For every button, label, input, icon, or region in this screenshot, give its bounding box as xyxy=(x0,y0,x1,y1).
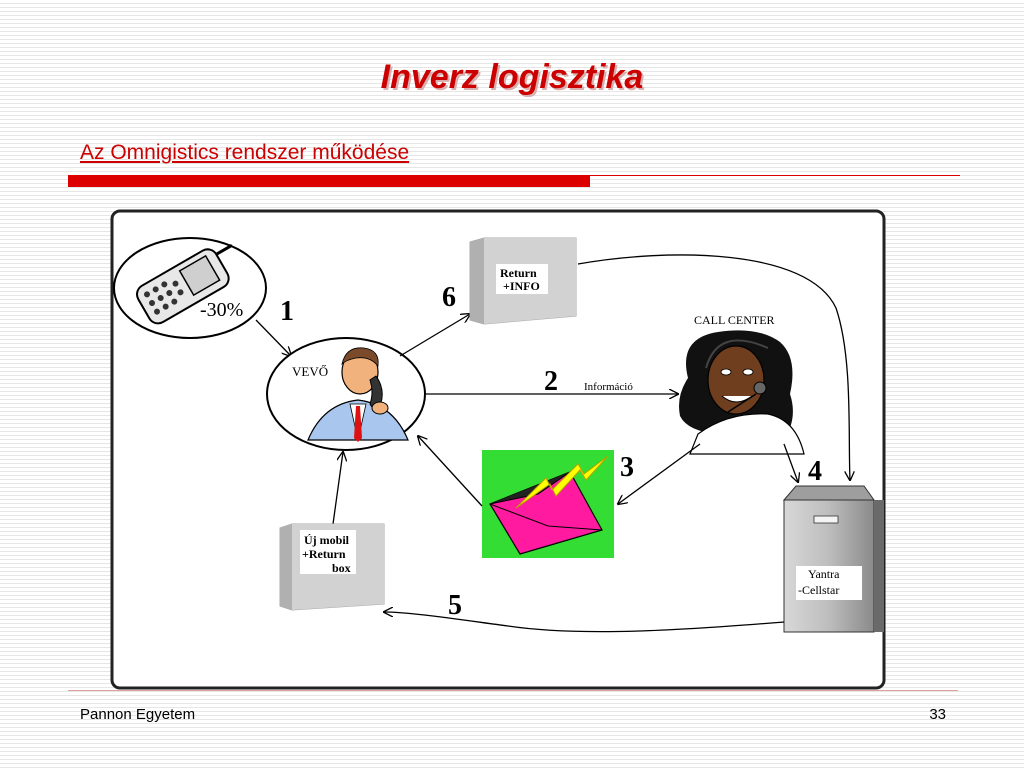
footer-divider xyxy=(68,690,958,691)
arrow-step-4 xyxy=(783,443,798,482)
server-label-line2: -Cellstar xyxy=(798,583,839,597)
yantra-server: Yantra -Cellstar xyxy=(782,485,884,633)
step-3-label: 3 xyxy=(620,452,634,483)
call-center-label: CALL CENTER xyxy=(694,313,775,327)
title-underline-line xyxy=(590,175,960,176)
customer-group: VEVŐ xyxy=(266,337,426,451)
new-box-label-line3: box xyxy=(332,561,351,575)
step-1-label: 1 xyxy=(280,296,294,327)
arrow-step-1 xyxy=(255,319,291,356)
mobile-phone-icon xyxy=(136,244,233,325)
footer-organization: Pannon Egyetem xyxy=(80,706,196,723)
title-underline-bar xyxy=(68,175,590,187)
envelope-group xyxy=(482,450,614,558)
arrow-return-box-to-server xyxy=(577,254,850,480)
phone-discount-label: -30% xyxy=(200,299,243,321)
return-info-box: Return +INFO xyxy=(469,237,577,325)
slide-title: Inverz logisztika xyxy=(380,58,644,96)
new-box-label-line1: Új mobil xyxy=(304,533,350,547)
arrow-step-3 xyxy=(618,443,701,504)
arrow-step-5 xyxy=(384,612,785,633)
call-center-group: CALL CENTER xyxy=(679,313,805,455)
step-5-label: 5 xyxy=(448,590,462,621)
mobile-phone-group: -30% xyxy=(113,237,267,339)
step-2-label: 2 xyxy=(544,366,558,397)
customer-person-icon xyxy=(307,347,409,442)
step-6-label: 6 xyxy=(442,282,456,313)
information-label: Információ xyxy=(584,381,633,393)
new-box-label-line2: +Return xyxy=(302,547,346,561)
footer-page-number: 33 xyxy=(929,706,946,723)
arrow-new-box-to-customer xyxy=(332,452,343,525)
call-center-agent-icon xyxy=(679,330,805,455)
new-mobile-box: Új mobil +Return box xyxy=(279,523,385,611)
arrow-envelope-to-customer xyxy=(418,436,483,507)
omnigistics-diagram: -30% 1 VEVŐ 6 xyxy=(108,208,888,692)
return-box-label-line2: +INFO xyxy=(503,279,540,293)
return-box-label-line1: Return xyxy=(500,266,537,280)
server-label-line1: Yantra xyxy=(808,567,840,581)
lightning-icon xyxy=(515,455,609,509)
step-4-label: 4 xyxy=(808,456,822,487)
customer-label: VEVŐ xyxy=(292,364,328,379)
arrow-step-6 xyxy=(399,314,470,357)
slide-subtitle: Az Omnigistics rendszer működése xyxy=(80,141,410,164)
